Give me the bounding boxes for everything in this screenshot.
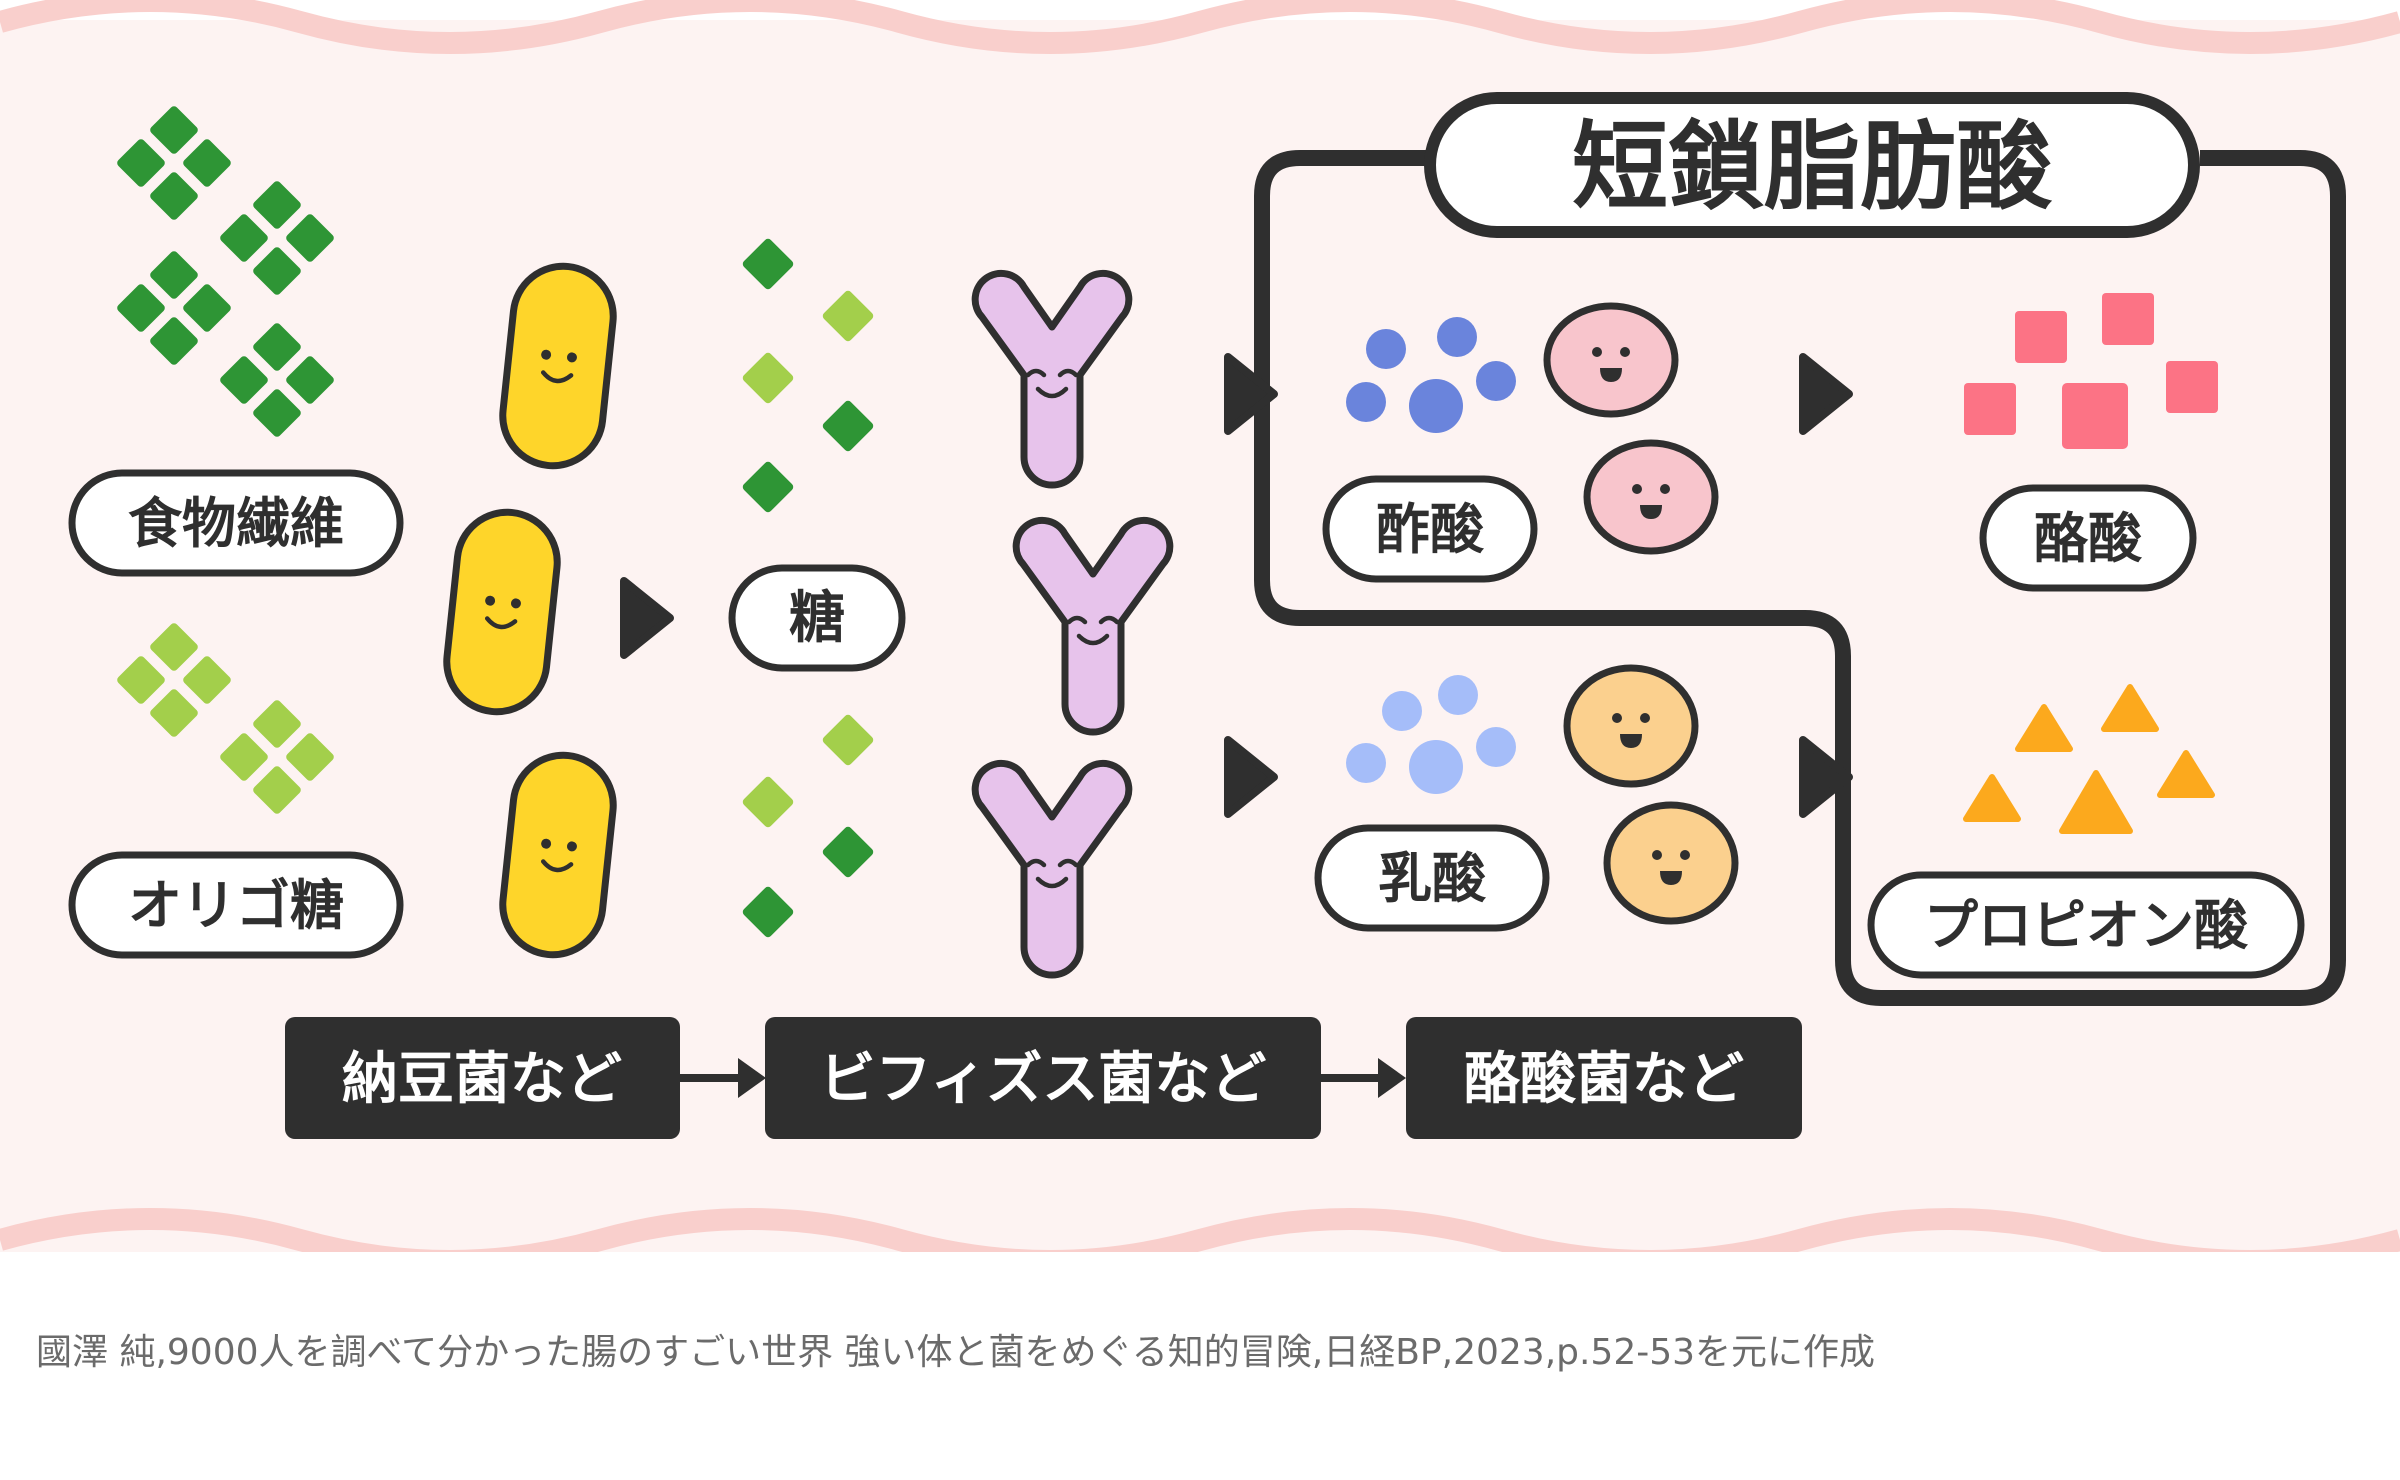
lactic-label: 乳酸 [1378, 847, 1487, 910]
butyric-bacteria-label: 酪酸菌など [1464, 1047, 1744, 1112]
scfa-title: 短鎖脂肪酸 [1572, 111, 2053, 223]
sugar-label-pill: 糖 [728, 564, 906, 672]
sugar-diamond [742, 776, 794, 828]
oligo-cluster-group [117, 623, 334, 814]
butyric-acid-squares [1964, 293, 2218, 449]
acetic-acid-dots [1346, 317, 1516, 433]
arrow-right-icon [1799, 736, 1853, 818]
chain-arrow-head [738, 1058, 766, 1098]
fiber-cluster [117, 251, 231, 365]
butyric-label: 酪酸 [2034, 507, 2143, 570]
bifido-bacterium [971, 759, 1133, 979]
sugar-diamond [822, 714, 874, 766]
sugar-diamonds-group [742, 238, 874, 938]
acetic-label-pill: 酢酸 [1322, 475, 1538, 583]
bacteria-chain: 納豆菌など ビフィズス菌など 酪酸菌など [285, 1017, 1802, 1139]
acetic-label: 酢酸 [1376, 498, 1485, 561]
lactic-bacterium [1563, 664, 1699, 788]
arrow-right-icon [1224, 736, 1278, 818]
sugar-diamond [742, 461, 794, 513]
butyric-label-pill: 酪酸 [1979, 484, 2197, 592]
bifido-bacteria-group [971, 269, 1174, 979]
lactic-label-pill: 乳酸 [1314, 824, 1550, 932]
acetic-bacterium [1543, 302, 1679, 418]
propionic-label: プロピオン酸 [1924, 894, 2249, 957]
natto-bacterium [499, 262, 617, 470]
fiber-cluster [220, 181, 334, 295]
acetic-bacteria-group [1543, 302, 1719, 555]
lactic-acid-dots [1346, 675, 1516, 794]
fiber-cluster [117, 106, 231, 220]
sugar-diamond [742, 238, 794, 290]
scfa-bracket-outline [1254, 150, 2346, 1006]
propionic-label-pill: プロピオン酸 [1867, 871, 2305, 979]
top-wave-border [0, 0, 2400, 54]
bifido-bacteria-box: ビフィズス菌など [765, 1017, 1321, 1139]
natto-bacterium [499, 751, 617, 959]
acetic-bacterium [1583, 439, 1719, 555]
oligo-label-pill: オリゴ糖 [68, 851, 404, 959]
sugar-diamond [742, 886, 794, 938]
natto-bacteria-group [443, 262, 617, 959]
arrow-right-icon [1224, 353, 1278, 435]
butyric-bacteria-box: 酪酸菌など [1406, 1017, 1802, 1139]
lactic-bacterium [1603, 801, 1739, 925]
natto-bacteria-label: 納豆菌など [342, 1047, 622, 1112]
sugar-diamond [822, 290, 874, 342]
sugar-diamond [822, 400, 874, 452]
chain-arrow-head [1378, 1058, 1406, 1098]
oligo-label: オリゴ糖 [128, 874, 344, 937]
scfa-title-pill: 短鎖脂肪酸 [1424, 92, 2200, 238]
sugar-diamond [742, 352, 794, 404]
bifido-bacteria-label: ビフィズス菌など [820, 1047, 1267, 1112]
natto-bacteria-box: 納豆菌など [285, 1017, 680, 1139]
oligo-cluster [117, 623, 231, 737]
source-citation: 國澤 純,9000人を調べて分かった腸のすごい世界 強い体と菌をめぐる知的冒険,… [36, 1332, 1875, 1373]
lactic-bacteria-group [1563, 664, 1739, 925]
fiber-label-pill: 食物繊維 [68, 469, 404, 577]
bifido-bacterium [971, 269, 1133, 489]
fiber-cluster-group [117, 106, 334, 437]
natto-bacterium [443, 508, 561, 716]
fiber-cluster [220, 323, 334, 437]
sugar-label: 糖 [789, 586, 845, 651]
arrow-right-icon [1799, 353, 1853, 435]
oligo-cluster [220, 700, 334, 814]
arrow-right-icon [620, 577, 674, 659]
fiber-label: 食物繊維 [128, 492, 344, 555]
bifido-bacterium [1012, 516, 1174, 736]
propionic-acid-triangles [1963, 684, 2215, 834]
sugar-diamond [822, 826, 874, 878]
